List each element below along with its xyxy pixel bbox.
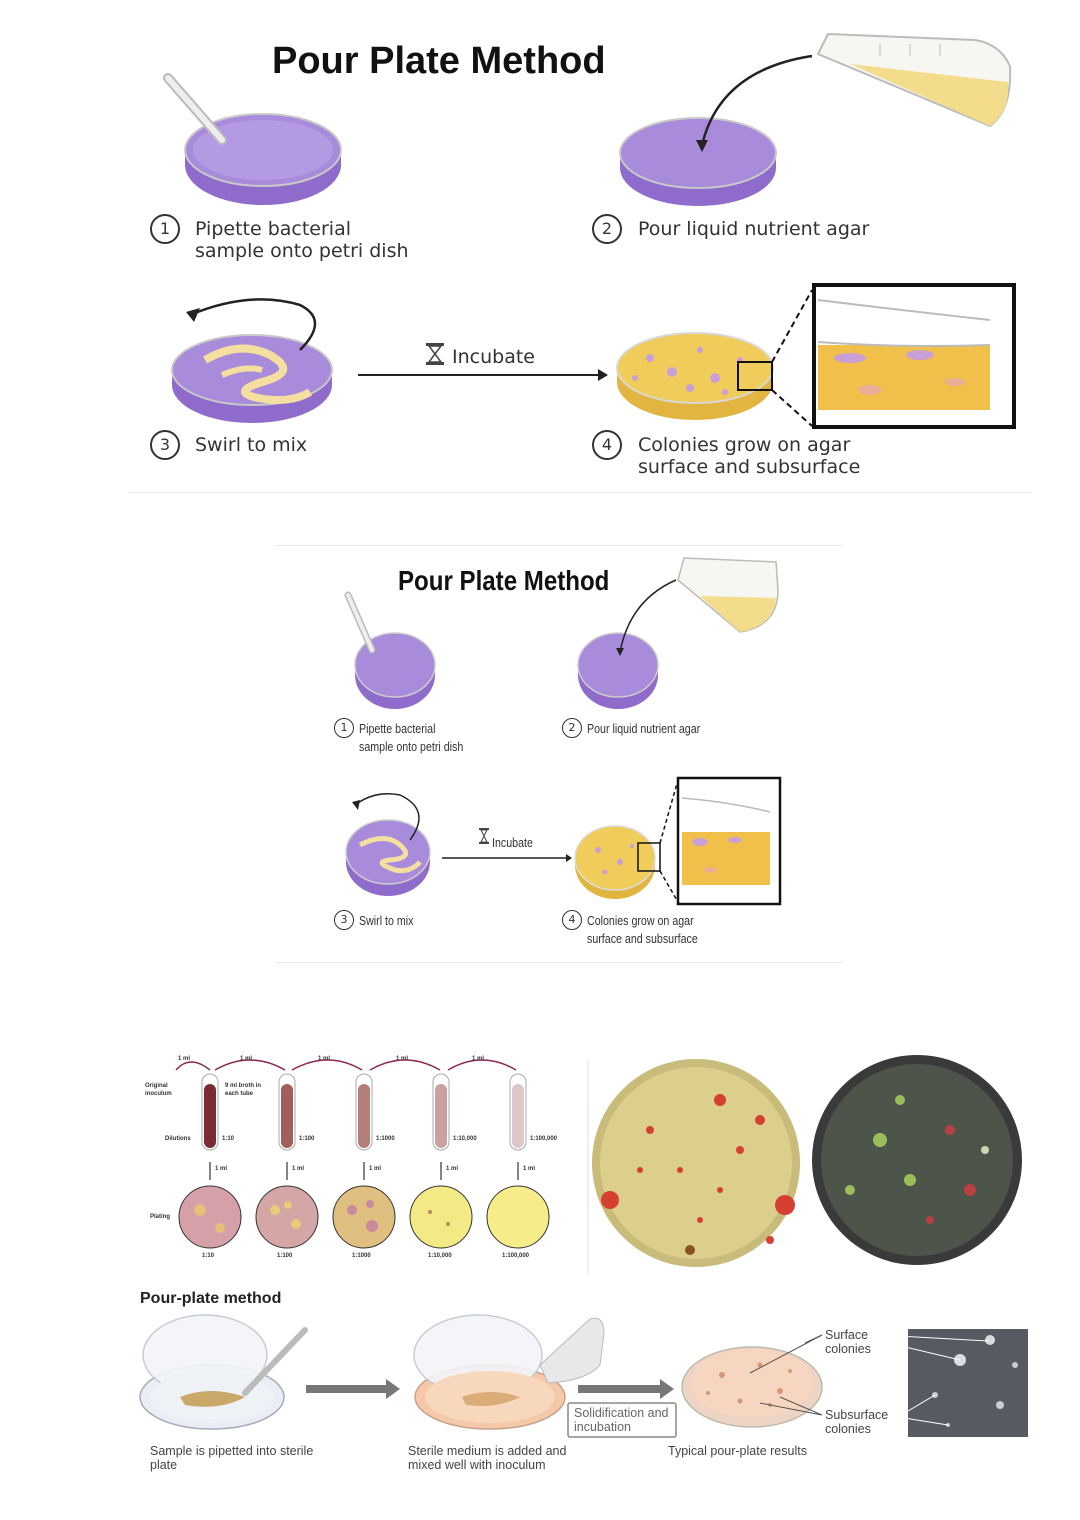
tube-1: [201, 1073, 219, 1151]
step3-label: Swirl to mix: [195, 434, 308, 456]
solidification-label: Solidification and incubation: [574, 1406, 669, 1434]
original-inoculum-label: Original inoculum: [145, 1083, 172, 1097]
pour-plate-illustration: [139, 1314, 1028, 1438]
surface-colonies-label: Surface colonies: [825, 1328, 871, 1356]
step2-number: 2: [562, 718, 582, 738]
dilution-value: 1:1000: [376, 1136, 395, 1142]
dilutions-label: Dilutions: [165, 1136, 191, 1142]
incubate-label: Incubate: [452, 346, 535, 368]
plate-4: [409, 1185, 473, 1249]
medium-bottle-icon: [539, 1317, 605, 1384]
hourglass-icon: [479, 828, 489, 844]
tube-2: [278, 1073, 296, 1151]
step4-number: 4: [592, 430, 622, 460]
transfer-label: 1 ml: [396, 1056, 409, 1062]
plate-dilution: 1:100: [277, 1253, 293, 1259]
pipette-icon: [163, 73, 227, 145]
dilution-value: 1:10: [222, 1136, 235, 1142]
transfer-label: 1 ml: [240, 1056, 253, 1062]
zoom-inset: [812, 283, 1016, 429]
plate-dilution: 1:1000: [352, 1253, 371, 1259]
incubate-label: Incubate: [492, 835, 533, 850]
plate-1: [178, 1185, 242, 1249]
step2-label: Pour liquid nutrient agar: [587, 721, 701, 736]
petri-dish-step4: [616, 332, 774, 420]
petri-dish-step1: [184, 113, 342, 205]
step1-number: 1: [334, 718, 354, 738]
panel1-illustration: [163, 32, 1016, 429]
plate-dilution: 1:10: [202, 1253, 215, 1259]
medium-plate-step2: [413, 1314, 566, 1430]
culture-plate-photo-1: [592, 1059, 800, 1267]
dilution-value: 1:100: [299, 1136, 315, 1142]
plate-ml: 1 ml: [369, 1166, 382, 1172]
panel1-title: Pour Plate Method: [272, 40, 606, 82]
pour-arrow: [700, 54, 813, 146]
plate-5: [486, 1185, 550, 1249]
step1-number: 1: [150, 214, 180, 244]
swirl-arrow-icon: [354, 793, 420, 841]
next-arrow: [578, 1379, 674, 1399]
sterile-plate-step1: [139, 1314, 285, 1430]
colony-photo: [908, 1329, 1028, 1437]
step2-number: 2: [592, 214, 622, 244]
plate-ml: 1 ml: [523, 1166, 536, 1172]
plate-ml: 1 ml: [446, 1166, 459, 1172]
pipette-icon: [242, 1327, 308, 1396]
subsurface-colonies-label: Subsurface colonies: [825, 1408, 889, 1436]
plating-label: Plating: [150, 1214, 171, 1220]
petri-dish-step4: [574, 825, 656, 899]
dilution-value: 1:10,000: [453, 1136, 477, 1142]
step3-number: 3: [150, 430, 180, 460]
panel2-illustration: [344, 557, 782, 906]
zoom-inset: [676, 776, 782, 906]
step1-caption: Sample is pipetted into sterile plate: [150, 1444, 314, 1472]
step3-caption: Typical pour-plate results: [668, 1444, 807, 1458]
next-arrow: [306, 1379, 400, 1399]
plate-ml: 1 ml: [215, 1166, 228, 1172]
tube-5: [509, 1073, 527, 1151]
broth-label: 9 ml broth in each tube: [225, 1083, 261, 1097]
flask-icon: [816, 32, 1012, 128]
pipette-icon: [344, 591, 376, 654]
panel3-title: Pour-plate method: [140, 1290, 282, 1307]
tube-4: [432, 1073, 450, 1151]
dilution-value: 1:100,000: [530, 1136, 558, 1142]
result-plate-step3: [681, 1346, 823, 1428]
step2-label: Pour liquid nutrient agar: [638, 218, 870, 240]
dilution-series-illustration: [175, 1055, 1022, 1275]
pour-arrow: [619, 579, 677, 653]
divider: [276, 545, 842, 546]
plate-3: [332, 1185, 396, 1249]
step2-caption: Sterile medium is added and mixed well w…: [408, 1444, 567, 1472]
step3-label: Swirl to mix: [359, 913, 414, 928]
culture-plate-photo-2: [812, 1055, 1022, 1265]
tube-3: [355, 1073, 373, 1151]
divider: [276, 962, 842, 963]
transfer-label: 1 ml: [472, 1056, 485, 1062]
petri-dish-step2: [619, 117, 777, 206]
divider: [128, 492, 1032, 493]
transfer-label: 1 ml: [178, 1056, 191, 1062]
transfer-label: 1 ml: [318, 1056, 331, 1062]
plate-dilution: 1:100,000: [502, 1253, 530, 1259]
petri-dish-step3: [171, 334, 333, 423]
plate-dilution: 1:10,000: [428, 1253, 452, 1259]
plate-2: [255, 1185, 319, 1249]
solidification-box: [567, 1402, 677, 1438]
step3-number: 3: [334, 910, 354, 930]
hourglass-icon: [426, 343, 444, 365]
step4-number: 4: [562, 910, 582, 930]
flask-icon: [677, 557, 779, 633]
plate-ml: 1 ml: [292, 1166, 305, 1172]
panel2-title: Pour Plate Method: [398, 565, 610, 596]
petri-dish-step2: [577, 632, 659, 709]
petri-dish-step3: [345, 819, 431, 896]
swirl-arrow-icon: [189, 298, 317, 351]
